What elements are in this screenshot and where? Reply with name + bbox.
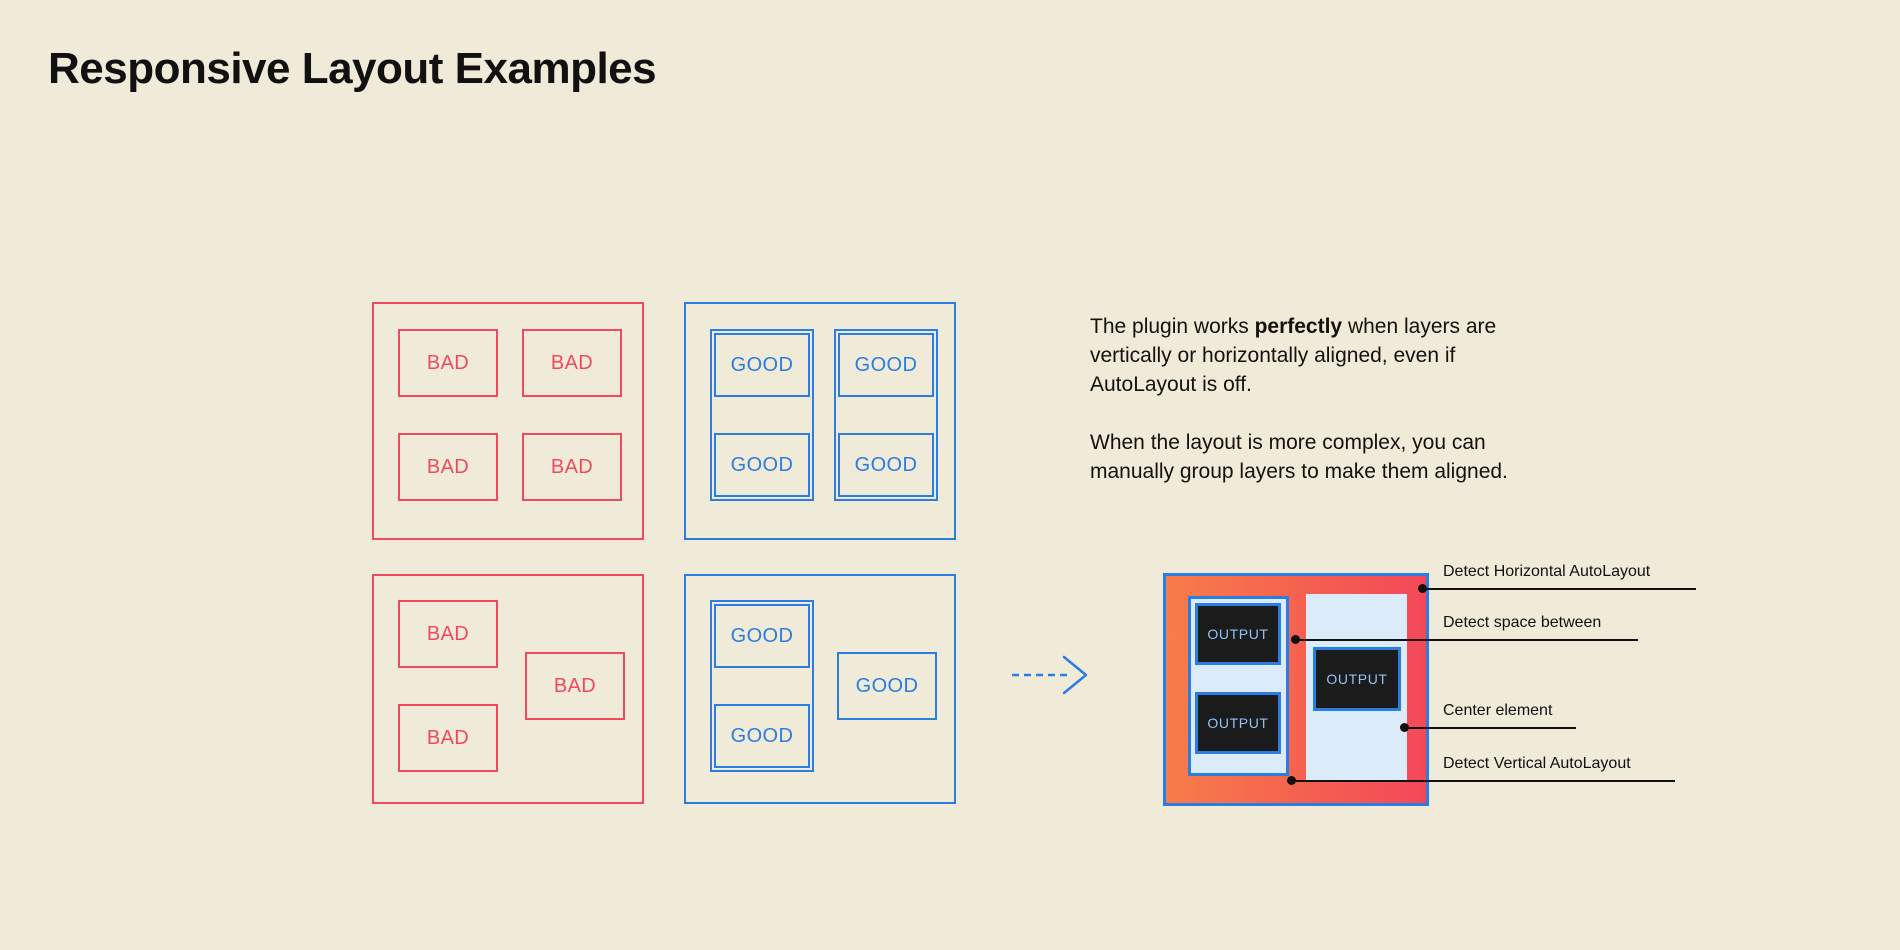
cell-label: BAD	[426, 622, 470, 645]
cell-label: BAD	[550, 351, 594, 374]
good-grid-cell: GOOD	[838, 333, 934, 397]
callout-label-center-element: Center element	[1443, 702, 1553, 719]
callout-dot	[1418, 584, 1427, 593]
bad-grid-cell: BAD	[398, 329, 498, 397]
output-box: OUTPUT	[1195, 603, 1281, 665]
callout-label-horizontal-autolayout: Detect Horizontal AutoLayout	[1443, 563, 1651, 580]
good-complex-cell: GOOD	[714, 604, 810, 668]
cell-label: GOOD	[730, 453, 794, 476]
bad-complex-panel: BAD BAD BAD	[372, 574, 644, 804]
good-grid-group-outline	[834, 329, 938, 501]
callout-line	[1295, 639, 1638, 641]
good-complex-cell: GOOD	[714, 704, 810, 768]
dashed-arrow-right-icon	[1012, 655, 1092, 695]
cell-label: GOOD	[730, 624, 794, 647]
explanation-paragraph-2: When the layout is more complex, you can…	[1090, 431, 1508, 483]
callout-line	[1422, 588, 1696, 590]
output-label: OUTPUT	[1207, 626, 1269, 642]
bad-grid-cell: BAD	[398, 433, 498, 501]
explanation-p1-part2: when layers are vertically or horizontal…	[1090, 315, 1497, 396]
detection-result-diagram: OUTPUT OUTPUT OUTPUT	[1163, 573, 1429, 806]
cell-label: BAD	[550, 455, 594, 478]
explanation-paragraph-1: The plugin works perfectly when layers a…	[1090, 312, 1560, 399]
cell-label: GOOD	[730, 353, 794, 376]
explanation-text: The plugin works perfectly when layers a…	[1090, 312, 1560, 486]
good-complex-panel: GOOD GOOD GOOD	[684, 574, 956, 804]
callout-line	[1291, 780, 1675, 782]
output-box: OUTPUT	[1313, 647, 1401, 711]
output-label: OUTPUT	[1326, 671, 1388, 687]
callout-label-vertical-autolayout: Detect Vertical AutoLayout	[1443, 755, 1631, 772]
cell-label: GOOD	[854, 453, 918, 476]
cell-label: GOOD	[854, 353, 918, 376]
good-complex-group-outline	[710, 600, 814, 772]
good-grid-cell: GOOD	[714, 333, 810, 397]
bad-grid-panel: BAD BAD BAD BAD	[372, 302, 644, 540]
callout-line	[1404, 727, 1576, 729]
cell-label: BAD	[553, 674, 597, 697]
callout-dot	[1287, 776, 1296, 785]
page-title: Responsive Layout Examples	[48, 44, 657, 93]
bad-complex-cell: BAD	[525, 652, 625, 720]
output-label: OUTPUT	[1207, 715, 1269, 731]
good-grid-cell: GOOD	[838, 433, 934, 497]
callout-dot	[1400, 723, 1409, 732]
bad-complex-cell: BAD	[398, 704, 498, 772]
cell-label: BAD	[426, 351, 470, 374]
bad-complex-cell: BAD	[398, 600, 498, 668]
output-box: OUTPUT	[1195, 692, 1281, 754]
good-grid-cell: GOOD	[714, 433, 810, 497]
bad-grid-cell: BAD	[522, 433, 622, 501]
cell-label: BAD	[426, 455, 470, 478]
cell-label: BAD	[426, 726, 470, 749]
callout-dot	[1291, 635, 1300, 644]
explanation-p1-bold: perfectly	[1254, 315, 1343, 338]
good-grid-group-outline	[710, 329, 814, 501]
cell-label: GOOD	[855, 674, 919, 697]
callout-label-space-between: Detect space between	[1443, 614, 1602, 631]
good-grid-panel: GOOD GOOD GOOD GOOD	[684, 302, 956, 540]
bad-grid-cell: BAD	[522, 329, 622, 397]
cell-label: GOOD	[730, 724, 794, 747]
explanation-p1-part1: The plugin works	[1090, 315, 1255, 338]
good-complex-cell: GOOD	[837, 652, 937, 720]
